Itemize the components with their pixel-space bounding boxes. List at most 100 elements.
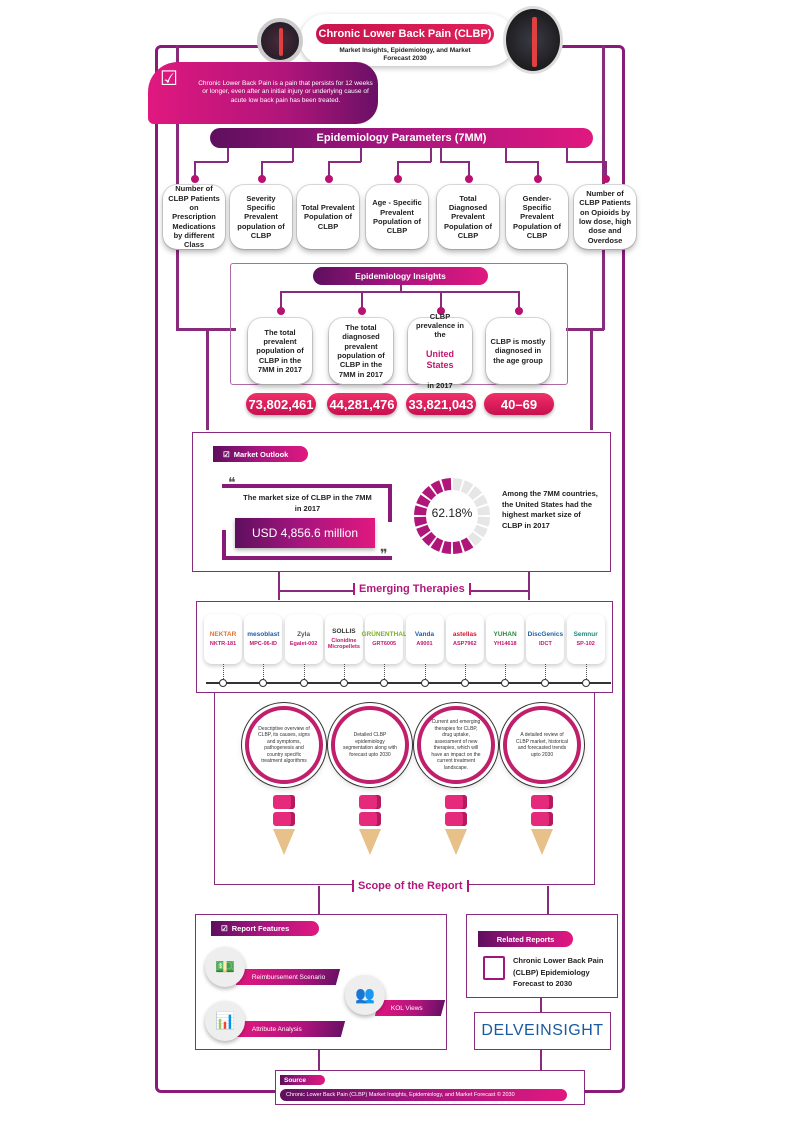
insight-card: The total diagnosed prevalent population… (329, 318, 393, 384)
insight-connector (518, 291, 520, 309)
param-dot (325, 175, 333, 183)
param-connector (261, 161, 263, 177)
pencil-icon (357, 795, 383, 855)
timeline-node (581, 679, 590, 687)
param-connector (328, 161, 361, 163)
timeline-node (339, 679, 348, 687)
donut-segment (473, 524, 488, 538)
frame-line (547, 886, 549, 914)
drug-name: A9001 (416, 641, 433, 648)
frame-line (318, 886, 320, 914)
insight-value: 73,802,461 (246, 393, 316, 415)
frame-line (590, 330, 593, 430)
timeline-node (501, 679, 510, 687)
therapy-card[interactable]: Zyla Egalet-002 (284, 614, 323, 664)
donut-segment (441, 540, 452, 554)
param-connector (194, 161, 228, 163)
insight-card: CLBP is mostly diagnosed in the age grou… (486, 318, 550, 384)
company-logo: DiscGenics (527, 630, 564, 638)
header-image-right (503, 6, 563, 74)
company-logo: GRÜNENTHAL (361, 630, 407, 638)
param-connector (505, 161, 538, 163)
donut-segment (421, 531, 437, 547)
insights-frame (230, 263, 568, 385)
feature-kol-views: KOL Views (374, 1000, 446, 1016)
frame-line (176, 328, 236, 331)
company-logo: YUHAN (493, 630, 517, 638)
company-logo: Zyla (297, 630, 311, 638)
therapy-card[interactable]: SOLLIS Clonidine Micropellets (324, 614, 363, 664)
donut-segment (467, 485, 483, 501)
definition-banner (148, 62, 378, 124)
timeline-node (259, 679, 268, 687)
param-card: Severity Specific Prevalent population o… (230, 185, 292, 249)
drug-name: IDCT (538, 641, 552, 648)
company-logo: astellas (452, 630, 477, 638)
insight-card: The total prevalent population of CLBP i… (248, 318, 312, 384)
therapy-card[interactable]: GRÜNENTHAL GRT6005 (361, 614, 407, 664)
report-features-title: Report Features (231, 924, 290, 933)
therapy-card[interactable]: astellas ASP7962 (445, 614, 484, 664)
quote-line (222, 530, 226, 560)
donut-segment (416, 524, 431, 538)
param-connector (537, 161, 539, 177)
drug-name: SP-102 (576, 641, 595, 648)
pencil-icon (443, 795, 469, 855)
donut-segment (452, 540, 463, 554)
related-report-link[interactable]: Chronic Lower Back Pain (CLBP) Epidemiol… (513, 956, 604, 989)
drug-name: GRT6005 (372, 641, 397, 648)
drug-name: ASP7962 (453, 641, 477, 648)
page-subtitle: Market Insights, Epidemiology, and Marke… (339, 47, 471, 63)
quote-close-icon: ❞ (380, 546, 388, 562)
therapy-card[interactable]: NEKTAR NKTR-181 (204, 614, 242, 664)
company-logo: SOLLIS (332, 627, 356, 635)
quote-line (222, 556, 392, 560)
brand-logo-panel: DELVEINSIGHT (474, 1012, 611, 1050)
timeline-node (219, 679, 227, 687)
param-card: Age - Specific Prevalent Population of C… (366, 185, 428, 249)
donut-segment (430, 480, 444, 495)
donut-segment (473, 494, 488, 508)
param-card: Gender- Specific Prevalent Population of… (506, 185, 568, 249)
frame-line (318, 1050, 320, 1070)
feature-attribute-analysis: Attribute Analysis (235, 1021, 346, 1037)
therapy-card[interactable]: YUHAN YH14618 (486, 614, 525, 664)
insight-connector (440, 291, 442, 309)
pencil-icon (271, 795, 297, 855)
param-connector (292, 148, 294, 162)
timeline-line (206, 682, 611, 684)
therapy-card[interactable]: DiscGenics IDCT (526, 614, 565, 664)
therapy-card[interactable]: mesoblast MPC-06-ID (244, 614, 283, 664)
quote-line (388, 484, 392, 522)
param-card: Total Diagnosed Prevalent Population of … (437, 185, 499, 249)
therapy-card[interactable]: Vanda A9001 (405, 614, 444, 664)
donut-segment (467, 531, 483, 547)
param-connector (328, 161, 330, 177)
timeline-dotted (505, 664, 507, 679)
frame-line (278, 572, 280, 600)
therapy-card[interactable]: Semnur SP-102 (566, 614, 605, 664)
donut-segment (414, 516, 428, 527)
timeline-dotted (545, 664, 547, 679)
drug-name: NKTR-181 (209, 641, 237, 648)
donut-segment (441, 478, 452, 492)
definition-text: Chronic Lower Back Pain is a pain that p… (198, 80, 373, 104)
timeline-dotted (263, 664, 265, 679)
share-text: Among the 7MM countries, the United Stat… (502, 489, 598, 530)
donut-segment (416, 494, 431, 508)
report-features-tag: ☑Report Features (211, 921, 319, 936)
insight-dot (515, 307, 523, 315)
param-dot (534, 175, 542, 183)
param-connector (397, 161, 399, 177)
scope-title: Scope of the Report (352, 880, 469, 892)
timeline-dotted (464, 664, 466, 679)
epidemiology-parameters-title: Epidemiology Parameters (7MM) (210, 128, 593, 148)
param-dot (394, 175, 402, 183)
market-outlook-title: Market Outlook (233, 449, 289, 459)
company-logo: Semnur (573, 630, 598, 638)
quote-open-icon: ❝ (228, 474, 236, 490)
timeline-dotted (424, 664, 426, 679)
param-connector (194, 161, 196, 177)
pencil-icon (529, 795, 555, 855)
